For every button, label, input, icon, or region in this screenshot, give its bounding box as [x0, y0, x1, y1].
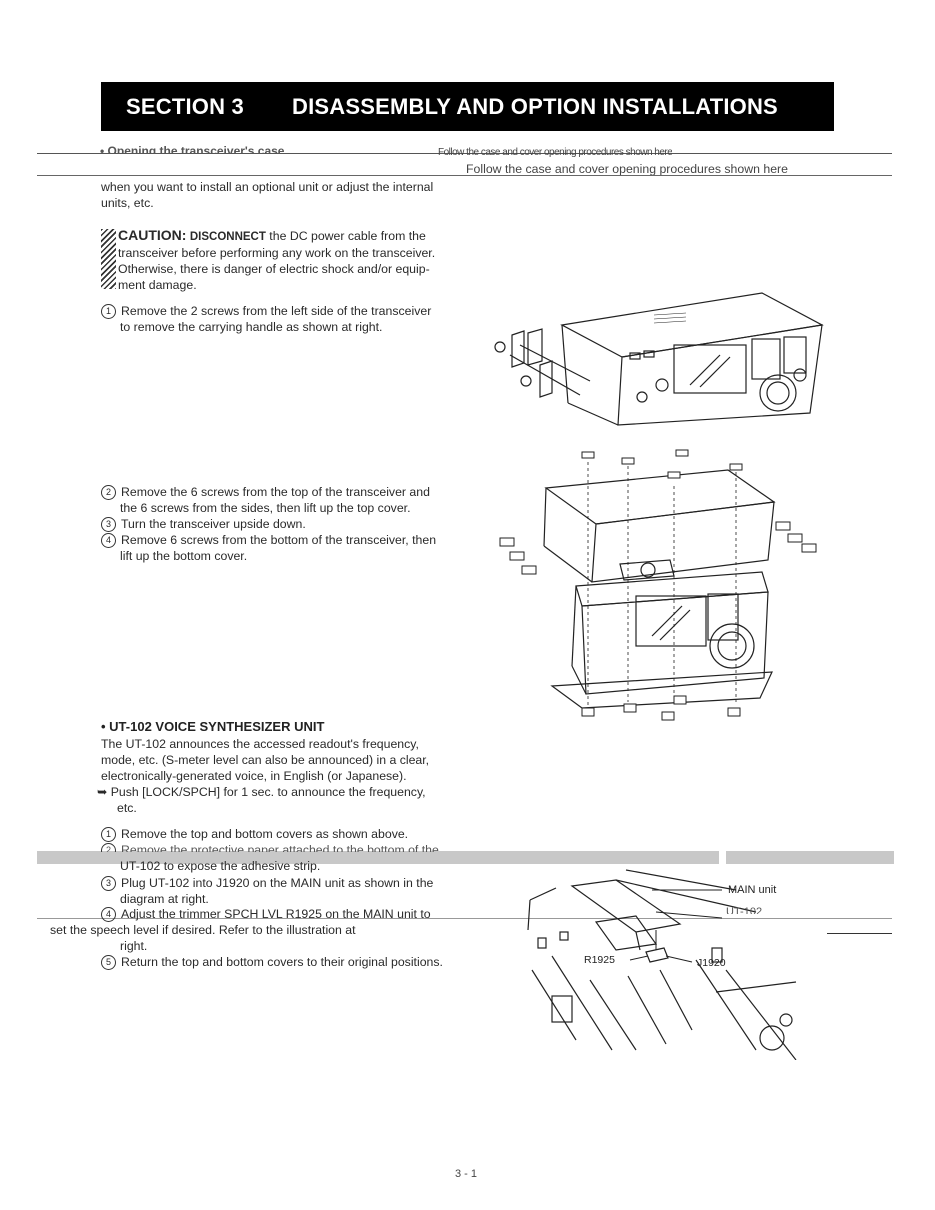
garbled-right-heading: Follow the case and cover opening proced… — [438, 147, 673, 157]
right-intro-line: Follow the case and cover opening proced… — [466, 162, 788, 175]
ut102-install-illustration — [527, 869, 797, 1060]
cover-removal-illustration — [499, 449, 817, 721]
handle-removal-illustration — [494, 292, 824, 426]
page-number: 3 - 1 — [455, 1168, 478, 1180]
scan-rule-top — [37, 153, 892, 154]
scan-gray-band-left — [37, 851, 719, 864]
label-r1925: R1925 — [584, 954, 615, 966]
ut102-step-4-cont2: right. — [120, 939, 148, 953]
scan-rule-lower — [37, 918, 892, 919]
scan-rule-second — [37, 175, 892, 176]
section-number: SECTION 3 — [126, 93, 244, 119]
ut102-description: The UT-102 announces the accessed readou… — [97, 737, 430, 815]
section-banner: SECTION 3 DISASSEMBLY AND OPTION INSTALL… — [101, 82, 834, 131]
garbled-heading: • Opening the transceiver's case — [100, 144, 285, 153]
caution-hatch-icon — [101, 229, 116, 289]
ut102-step-4-cont: set the speech level if desired. Refer t… — [50, 923, 356, 937]
intro-text: when you want to install an optional uni… — [101, 180, 434, 210]
label-ut102: UT-102 — [726, 906, 763, 914]
section-title: DISASSEMBLY AND OPTION INSTALLATIONS — [292, 93, 778, 119]
label-j1920: J1920 — [697, 957, 726, 969]
caution-label: CAUTION: — [118, 227, 187, 243]
ut102-step-2-cont: UT-102 to expose the adhesive strip. — [120, 859, 321, 873]
label-main-unit: MAIN unit — [728, 884, 777, 896]
caution-block: CAUTION: DISCONNECT the DC power cable f… — [118, 227, 436, 292]
caution-keyword: DISCONNECT — [189, 231, 266, 243]
ut102-heading: • UT-102 VOICE SYNTHESIZER UNIT — [101, 719, 325, 734]
scan-rule-right — [827, 933, 892, 934]
scan-gray-band-right — [726, 851, 894, 864]
